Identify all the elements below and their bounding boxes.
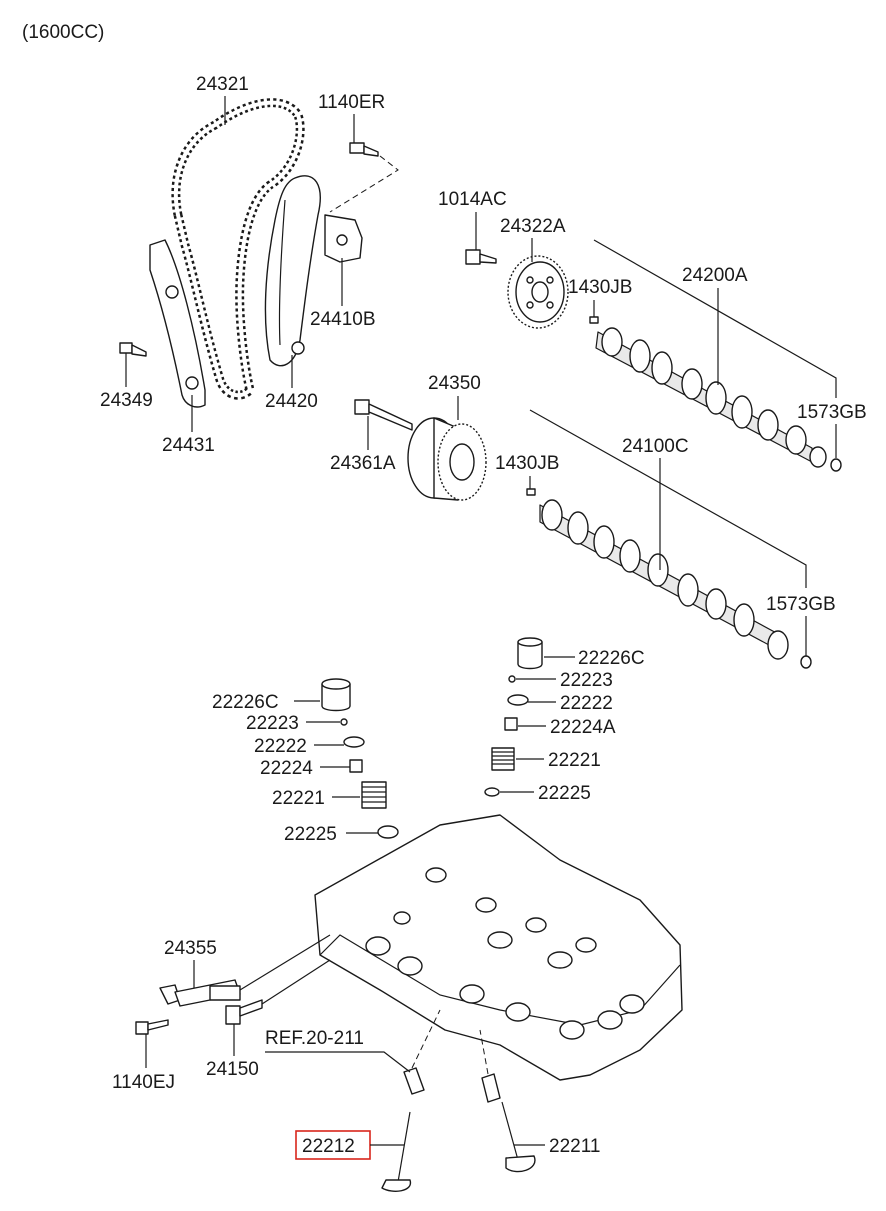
intake-camshaft-drawing [526, 488, 812, 669]
label-1140er[interactable]: 1140ER [318, 92, 385, 113]
label-22211[interactable]: 22211 [549, 1136, 600, 1157]
label-22221-right[interactable]: 22221 [548, 750, 601, 771]
bolt-1140ej-drawing [135, 1019, 169, 1035]
valve-guides-drawing [403, 1009, 501, 1103]
label-24431[interactable]: 24431 [162, 435, 215, 456]
label-24361a[interactable]: 24361A [330, 453, 396, 474]
ocv-24355-drawing [159, 934, 331, 1007]
label-22225-right[interactable]: 22225 [538, 783, 591, 804]
label-1430jb-lower[interactable]: 1430JB [495, 453, 559, 474]
label-22225-left[interactable]: 22225 [284, 824, 337, 845]
bolt-24349-drawing [119, 342, 147, 357]
timing-chain-drawing [171, 98, 305, 400]
label-22221-left[interactable]: 22221 [272, 788, 325, 809]
intake-valve-drawing [501, 1101, 536, 1173]
tensioner-24410b-drawing [324, 214, 363, 263]
valve-train-right-drawing [484, 637, 543, 797]
label-24355[interactable]: 24355 [164, 938, 217, 959]
label-24350[interactable]: 24350 [428, 373, 481, 394]
label-24322a[interactable]: 24322A [500, 216, 566, 237]
label-22212[interactable]: 22212 [302, 1136, 355, 1157]
label-1140ej[interactable]: 1140EJ [112, 1072, 175, 1093]
bolt-1014ac-drawing [465, 249, 497, 265]
label-22223-right[interactable]: 22223 [560, 670, 613, 691]
label-24100c[interactable]: 24100C [622, 436, 689, 457]
label-22223-left[interactable]: 22223 [246, 713, 299, 734]
sprocket-24322a-drawing [507, 255, 569, 329]
label-22226c-right[interactable]: 22226C [578, 648, 645, 669]
label-1573gb-upper[interactable]: 1573GB [797, 402, 867, 423]
bolt-1140er-drawing [329, 142, 399, 213]
filter-24150-drawing [225, 959, 331, 1025]
label-1430jb-upper[interactable]: 1430JB [568, 277, 632, 298]
chain-guide-24420-drawing [264, 175, 321, 367]
label-24321[interactable]: 24321 [196, 74, 249, 95]
label-22224a[interactable]: 22224A [550, 717, 616, 738]
label-22222-left[interactable]: 22222 [254, 736, 307, 757]
label-22226c-left[interactable]: 22226C [212, 692, 279, 713]
cvvt-24350-drawing [407, 417, 487, 501]
cylinder-head-drawing [314, 814, 683, 1081]
label-22222-right[interactable]: 22222 [560, 693, 613, 714]
label-22224-left[interactable]: 22224 [260, 758, 313, 779]
label-1573gb-lower[interactable]: 1573GB [766, 594, 836, 615]
chain-guide-24431-drawing [149, 239, 206, 408]
valve-train-left-drawing [321, 678, 399, 839]
label-24420[interactable]: 24420 [265, 391, 318, 412]
exhaust-camshaft-drawing [589, 316, 842, 472]
label-24200a[interactable]: 24200A [682, 265, 748, 286]
label-24150[interactable]: 24150 [206, 1059, 259, 1080]
bolt-24361a-drawing [354, 399, 413, 431]
exhaust-valve-drawing [381, 1111, 412, 1192]
label-24349[interactable]: 24349 [100, 390, 153, 411]
label-24410b[interactable]: 24410B [310, 309, 376, 330]
label-ref-20-211[interactable]: REF.20-211 [265, 1028, 364, 1049]
engine-variant-label: (1600CC) [22, 22, 104, 43]
label-1014ac[interactable]: 1014AC [438, 189, 507, 210]
